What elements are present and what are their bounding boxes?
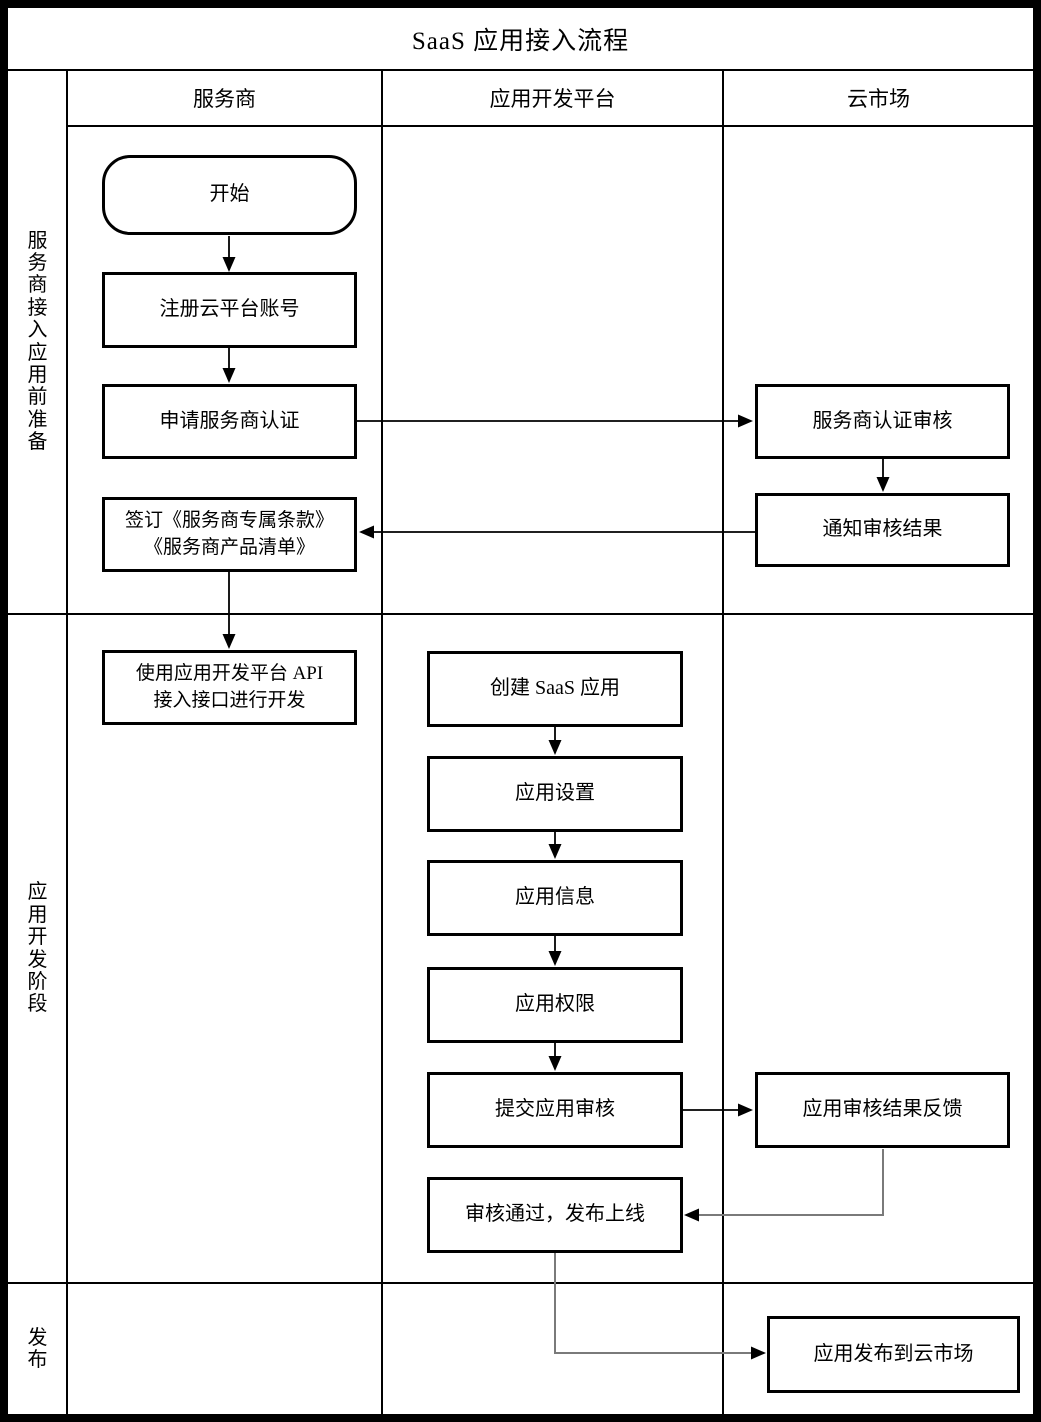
node-start: 开始 [102,155,357,235]
node-app-permissions: 应用权限 [427,967,683,1043]
node-certification-review: 服务商认证审核 [755,384,1010,459]
arrow-feedback-to-passed [684,1149,884,1222]
row-label-prepare: 服务商接入应用前准备 [27,229,48,454]
row-label-publish: 发布 [27,1326,48,1371]
chart-title: SaaS 应用接入流程 [411,28,630,55]
lane-header-provider: 服务商 [193,87,256,111]
node-app-review-feedback: 应用审核结果反馈 [755,1072,1010,1148]
grid-line-title-bottom [8,69,1033,71]
grid-line-col1-col2 [381,69,383,1414]
node-app-info: 应用信息 [427,860,683,936]
lane-header-platform: 应用开发平台 [489,87,616,111]
grid-line-row1-bottom [8,613,1033,615]
node-app-published-to-market: 应用发布到云市场 [767,1316,1020,1393]
node-create-saas-app: 创建 SaaS 应用 [427,651,683,727]
node-review-passed-publish: 审核通过，发布上线 [427,1177,683,1253]
row-label-cell-publish: 发布 [8,1284,67,1414]
lane-header-market: 云市场 [847,87,910,111]
node-submit-app-review: 提交应用审核 [427,1072,683,1148]
grid-line-header-bottom [67,125,1033,127]
node-notify-review-result: 通知审核结果 [755,493,1010,567]
row-label-cell-develop: 应用开发阶段 [8,615,67,1282]
grid-line-col2-col3 [722,69,724,1414]
node-register-account: 注册云平台账号 [102,272,357,348]
row-label-develop: 应用开发阶段 [27,881,48,1016]
grid-line-row2-bottom [8,1282,1033,1284]
node-app-settings: 应用设置 [427,756,683,832]
node-apply-certification: 申请服务商认证 [102,384,357,459]
grid-line-label-col [66,69,68,1414]
node-sign-terms: 签订《服务商专属条款》 《服务商产品清单》 [102,497,357,572]
row-label-cell-prepare: 服务商接入应用前准备 [8,70,67,613]
node-develop-with-api: 使用应用开发平台 API 接入接口进行开发 [102,650,357,725]
